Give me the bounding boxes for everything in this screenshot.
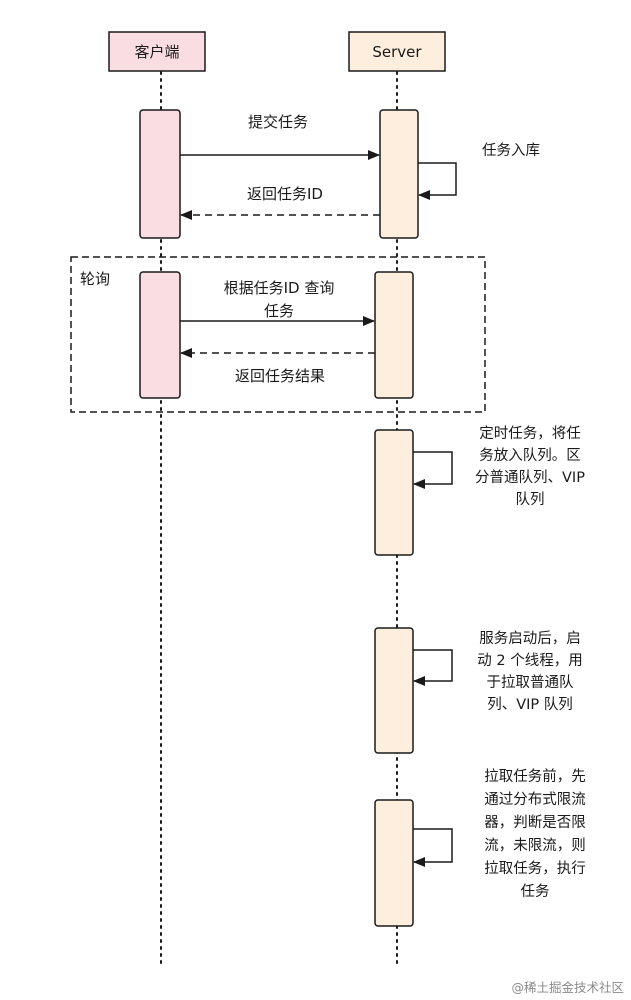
startup-note-line3: 于拉取普通队: [487, 674, 574, 691]
ratelimit-note-line2: 通过分布式限流: [484, 791, 586, 808]
ratelimit-note-line3: 器，判断是否限: [484, 814, 586, 831]
enqueue-note: 任务入库: [482, 142, 540, 159]
server-activation-1: [379, 109, 419, 239]
return-result-label: 返回任务结果: [235, 367, 325, 385]
ratelimit-note-line5: 拉取任务，执行: [484, 860, 586, 877]
scheduled-note-line3: 分普通队列、VIP: [475, 469, 585, 486]
ratelimit-note-line6: 任务: [521, 883, 550, 900]
server-activation-2: [374, 271, 414, 399]
ratelimit-note-line1: 拉取任务前，先: [484, 768, 586, 785]
query-label-line1: 根据任务ID 查询: [224, 279, 335, 297]
watermark: @稀土掘金技术社区: [511, 980, 624, 995]
server-activation-5: [374, 799, 414, 927]
server-activation-4: [374, 627, 414, 754]
server-participant: Server: [348, 31, 446, 72]
startup-note-line1: 服务启动后，启: [479, 630, 581, 647]
ratelimit-note: 拉取任务前，先 通过分布式限流 器，判断是否限 流，未限流，则 拉取任务，执行 …: [484, 768, 586, 900]
client-activation-1: [139, 109, 181, 239]
client-participant-label: 客户端: [134, 43, 179, 61]
scheduled-note-line1: 定时任务，将任: [479, 425, 581, 442]
ratelimit-note-line4: 流，未限流，则: [484, 837, 586, 854]
submit-task-label: 提交任务: [248, 113, 308, 131]
scheduled-note-line4: 队列: [516, 491, 545, 508]
startup-note: 服务启动后，启 动 2 个线程，用 于拉取普通队 列、VIP 队列: [477, 630, 582, 713]
scheduled-note-line2: 务放入队列。区: [479, 447, 581, 464]
loop-label: 轮询: [80, 270, 110, 288]
enqueue-self-arrow: [418, 162, 457, 200]
client-activation-2: [139, 271, 181, 399]
scheduled-note: 定时任务，将任 务放入队列。区 分普通队列、VIP 队列: [475, 425, 585, 508]
scheduled-self-arrow: [413, 451, 453, 489]
startup-self-arrow: [413, 649, 453, 686]
client-participant: 客户端: [108, 31, 206, 72]
ratelimit-self-arrow: [413, 828, 453, 867]
loop-frame: [70, 256, 486, 413]
startup-note-line4: 列、VIP 队列: [487, 696, 573, 713]
return-task-id-label: 返回任务ID: [247, 185, 323, 203]
startup-note-line2: 动 2 个线程，用: [477, 652, 582, 669]
server-participant-label: Server: [372, 43, 422, 61]
server-activation-3: [374, 429, 414, 556]
query-label-line2: 任务: [264, 302, 294, 320]
